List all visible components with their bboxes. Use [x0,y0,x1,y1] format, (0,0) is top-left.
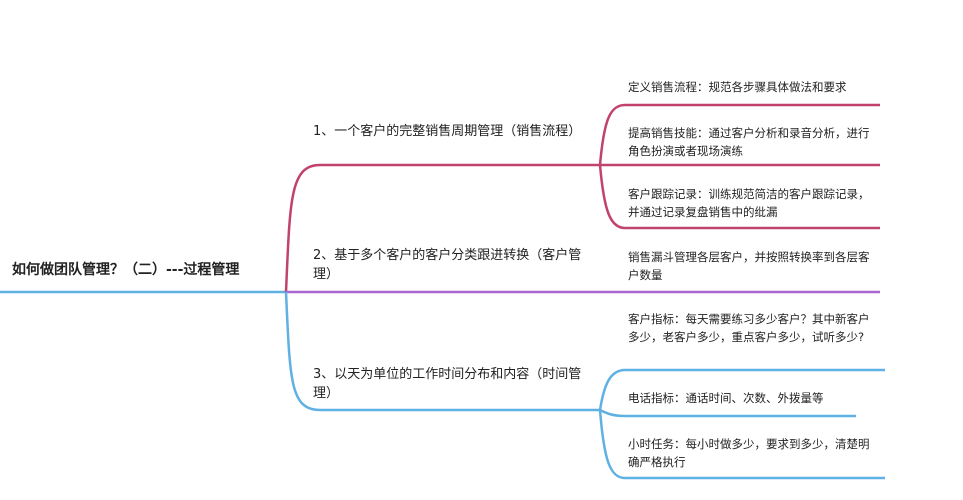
leaf-1-3[interactable]: 客户跟踪记录：训练规范简洁的客户跟踪记录，并通过记录复盘销售中的纰漏 [628,187,870,219]
branch-3-line [284,291,600,412]
leaf-3-3[interactable]: 小时任务：每小时做多少，要求到多少，清楚明确严格执行 [628,437,870,469]
root-topic[interactable]: 如何做团队管理？（二）---过程管理 [12,262,240,278]
branch-3-topic[interactable]: 3、以天为单位的工作时间分布和内容（时间管理） [313,367,582,401]
branch-2-topic[interactable]: 2、基于多个客户的客户分类跟进转换（客户管理） [313,248,582,282]
branch-1-line [284,163,600,293]
leaf-3-1-line [598,368,885,411]
leaf-3-3-line [598,409,885,480]
leaf-1-1[interactable]: 定义销售流程：规范各步骤具体做法和要求 [628,80,847,94]
leaf-2-1[interactable]: 销售漏斗管理各层客户，并按照转换率到各层客户数量 [628,250,870,282]
leaf-1-3-line [598,164,880,230]
leaf-3-1[interactable]: 客户指标：每天需要练习多少客户？其中新客户多少，老客户多少，重点客户多少，试听多… [628,312,870,344]
branch-1-topic[interactable]: 1、一个客户的完整销售周期管理（销售流程） [313,124,582,139]
leaf-3-2-line [599,408,856,418]
leaf-1-1-line [598,103,880,166]
leaf-1-2[interactable]: 提高销售技能：通过客户分析和录音分析，进行角色扮演或者现场演练 [628,126,870,158]
leaf-3-2[interactable]: 电话指标：通话时间、次数、外拨量等 [628,391,824,405]
